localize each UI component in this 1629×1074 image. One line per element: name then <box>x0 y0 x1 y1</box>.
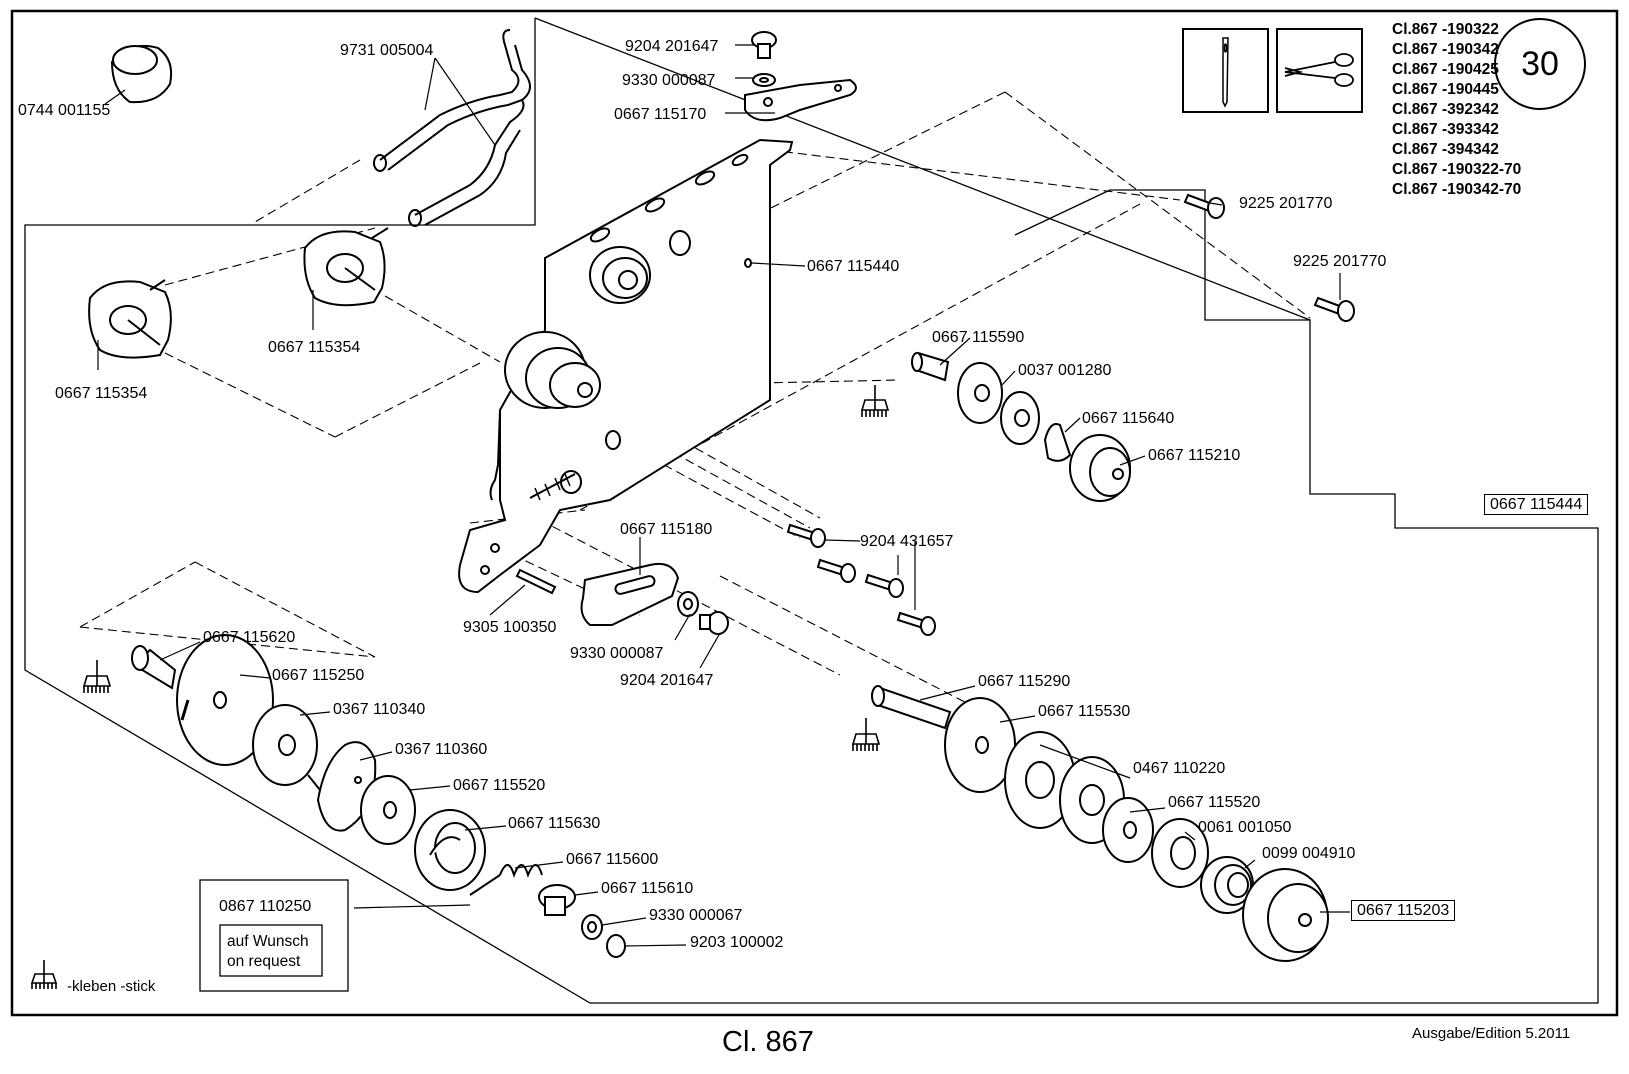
screw-right-b-part <box>1313 296 1355 322</box>
model-item: Cl.867 -190445 <box>1392 81 1499 98</box>
model-item: Cl.867 -394342 <box>1392 141 1499 158</box>
footer-edition: Ausgabe/Edition 5.2011 <box>1412 1025 1571 1042</box>
part-label-cap: 0744 001155 <box>18 102 111 119</box>
part-label-screw-right-b: 9225 201770 <box>1293 253 1387 270</box>
outer-frame <box>10 9 1619 1017</box>
part-label-nut-right: 0667 115203 <box>1351 900 1456 921</box>
screw-small-part <box>606 934 626 958</box>
part-label-stud-right: 0667 115290 <box>978 673 1071 690</box>
part-label-stud-upper: 0667 115590 <box>932 329 1025 346</box>
disc-large-left-part <box>176 634 274 766</box>
stud-left-part <box>131 645 177 690</box>
plate-part <box>458 138 794 594</box>
part-label-assembly: 0667 115444 <box>1484 494 1589 515</box>
washer-right-part <box>1102 797 1154 863</box>
part-label-screw-small: 9203 100002 <box>690 934 784 951</box>
part-label-tension-disc: 0467 110220 <box>1133 760 1226 777</box>
scissors-icon-box <box>1276 28 1363 113</box>
needle-icon <box>1222 37 1229 108</box>
disc-left-part <box>252 704 318 786</box>
page-number: 30 <box>1494 18 1586 110</box>
part-label-screw-mid: 9204 201647 <box>620 672 714 689</box>
part-label-spring-right: 0099 004910 <box>1262 845 1356 862</box>
tension-housing-part <box>414 809 486 891</box>
part-label-disc-upper: 0037 001280 <box>1018 362 1112 379</box>
cone-upper-part <box>1043 423 1072 462</box>
model-item: Cl.867 -190425 <box>1392 61 1499 78</box>
washer-small-part <box>581 914 603 940</box>
screw-top-part <box>751 31 777 87</box>
cap-part <box>110 44 173 104</box>
part-label-pin: 9305 100350 <box>463 619 557 636</box>
knob-left-part <box>538 884 576 916</box>
glue-brush-icon <box>30 385 890 989</box>
footer-title: Cl. 867 <box>722 1026 814 1058</box>
dash-cap-post <box>164 227 376 286</box>
model-item: Cl.867 -393342 <box>1392 121 1499 138</box>
model-item: Cl.867 -190342-70 <box>1392 181 1522 198</box>
post-left-part <box>88 279 172 359</box>
part-label-washer-left: 0667 115520 <box>453 777 546 794</box>
model-item: Cl.867 -190322-70 <box>1392 161 1522 178</box>
model-item: Cl.867 -392342 <box>1392 101 1499 118</box>
part-label-screws-mid: 9204 431657 <box>860 533 954 550</box>
part-label-disc-left: 0367 110340 <box>333 701 426 718</box>
part-label-nut-upper: 0667 115210 <box>1148 447 1241 464</box>
screw-mid-part <box>699 611 729 635</box>
part-label-cone-upper: 0667 115640 <box>1082 410 1175 427</box>
part-label-bracket-mid: 0667 115180 <box>620 521 713 538</box>
model-item: Cl.867 -190322 <box>1392 21 1499 38</box>
request-inner-box <box>219 924 323 977</box>
part-label-washer-right: 0667 115520 <box>1168 794 1261 811</box>
model-item: Cl.867 -190342 <box>1392 41 1499 58</box>
plate-nut-lower <box>504 331 601 409</box>
stud-upper-part <box>911 351 950 382</box>
part-label-spring-left: 0667 115600 <box>566 851 659 868</box>
disc-upper-part <box>957 362 1040 445</box>
cup-right-part <box>1151 818 1209 888</box>
legend-glue-stick: -kleben -stick <box>67 978 156 995</box>
post-right-part <box>303 227 389 307</box>
part-label-post-left: 0667 115354 <box>55 385 148 402</box>
part-label-knob-left: 0667 115610 <box>601 880 694 897</box>
part-label-check-spring: 0867 110250 <box>219 898 312 915</box>
part-label-disc-right: 0667 115530 <box>1038 703 1131 720</box>
part-label-bracket-top: 0667 115170 <box>614 106 707 123</box>
part-label-screw-right-a: 9225 201770 <box>1239 195 1333 212</box>
part-label-tension-housing: 0667 115630 <box>508 815 601 832</box>
part-label-plate: 0667 115440 <box>807 258 900 275</box>
screws-mid-part <box>786 523 936 636</box>
screw-right-a-part <box>1183 193 1225 219</box>
washer-mid-part <box>677 591 699 617</box>
request-box <box>199 879 349 992</box>
dash-post-left <box>164 352 336 438</box>
pin-part <box>515 568 557 595</box>
request-note-de: auf Wunsch <box>227 933 309 950</box>
stud-right-part <box>871 685 952 730</box>
request-note: auf Wunsch on request <box>227 932 309 972</box>
bracket-top-part <box>744 78 857 122</box>
nut-upper-part <box>1069 434 1131 502</box>
needle-icon-box <box>1182 28 1269 113</box>
plate-nut-upper <box>589 246 651 304</box>
part-label-screw-top: 9204 201647 <box>625 38 719 55</box>
washer-left-part <box>360 775 416 845</box>
part-label-cup-right: 0061 001050 <box>1198 819 1292 836</box>
assembly-outline <box>24 18 1599 1004</box>
spring-right-part <box>1200 856 1254 914</box>
scissors-icon <box>1284 53 1354 87</box>
part-label-washer-mid: 9330 000087 <box>570 645 664 662</box>
request-note-en: on request <box>227 953 301 970</box>
bracket-mid-part <box>580 562 680 626</box>
part-label-washer-top: 9330 000087 <box>622 72 716 89</box>
part-label-hook-plate: 0367 110360 <box>395 741 488 758</box>
part-label-disc-large-left: 0667 115250 <box>272 667 365 684</box>
part-label-post-right: 0667 115354 <box>268 339 361 356</box>
part-label-stud-left: 0667 115620 <box>203 629 296 646</box>
part-label-wire-guide: 9731 005004 <box>340 42 434 59</box>
part-label-washer-small: 9330 000067 <box>649 907 743 924</box>
nut-right-part <box>1242 868 1329 962</box>
